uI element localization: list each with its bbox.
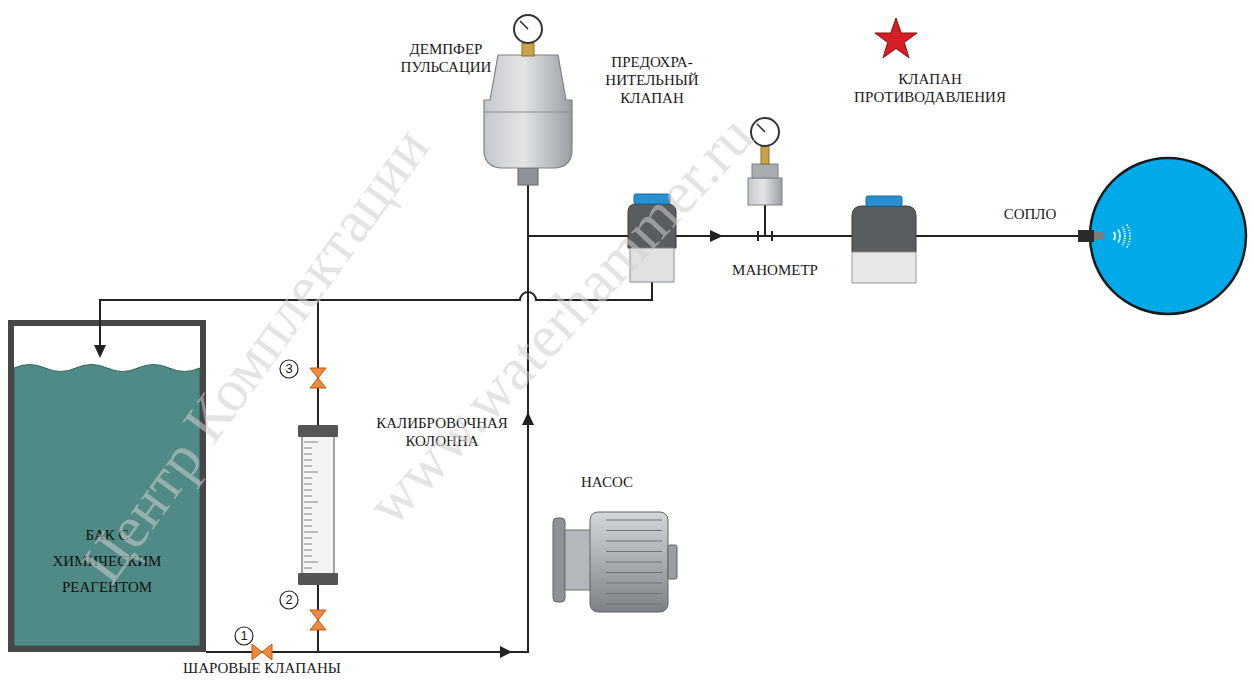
manometer-block (752, 164, 778, 178)
column-cap (298, 573, 338, 585)
pulsation-damper (484, 15, 572, 185)
graduation-tick (304, 538, 312, 539)
return-pipe-end (99, 316, 101, 348)
gauge-dial (514, 15, 542, 43)
graduation-tick (304, 490, 312, 491)
graduation-tick (304, 550, 312, 551)
back-pressure-valve (852, 196, 916, 283)
damper-nut (518, 168, 538, 185)
graduation-tick (304, 448, 312, 449)
pump-head (565, 530, 591, 590)
spray-jet (1114, 237, 1134, 240)
graduation-tick (304, 532, 318, 533)
spray-jet (1114, 229, 1133, 234)
graduation-tick (304, 484, 312, 485)
callout-number: 1 (240, 628, 247, 644)
graduation-tick (304, 502, 318, 503)
arrow-head (522, 412, 534, 425)
graduation-tick (304, 544, 312, 545)
spray-jet (1114, 233, 1134, 236)
damper-seam (484, 112, 572, 113)
part-name: СОПЛО (1004, 205, 1057, 223)
fin-line (606, 583, 662, 584)
gauge-neck (522, 43, 534, 56)
gauge-needle (520, 21, 528, 29)
spray (1113, 223, 1134, 249)
graduation-tick (304, 466, 312, 467)
fin-line (606, 520, 662, 521)
spray-jet (1113, 239, 1130, 249)
spray-jet (1114, 235, 1134, 236)
graduation-tick (304, 556, 312, 557)
part-name: ШАРОВЫЕ КЛАПАНЫ (183, 659, 341, 677)
part-name: ДЕМПФЕР ПУЛЬСАЦИИ (401, 40, 492, 76)
graduation-tick (304, 478, 312, 479)
part-name: КЛАПАН ПРОТИВОДАВЛЕНИЯ (854, 70, 1006, 106)
part-name: НАСОС (581, 473, 633, 491)
part-name: МАНОМЕТР (732, 261, 818, 279)
fin-line (606, 562, 662, 563)
calibration-column (298, 425, 338, 585)
motor-fins (606, 520, 662, 604)
gauge-tee (758, 205, 772, 241)
nozzle-tip (1094, 232, 1104, 240)
fin-line (606, 572, 662, 573)
motor-shaft-cap (668, 545, 677, 579)
fin-line (606, 604, 662, 605)
gauge-needle (757, 124, 765, 132)
column-tube (302, 435, 334, 575)
graduation-tick (304, 520, 312, 521)
manometer-body (748, 178, 782, 205)
graduation-tick (304, 442, 318, 443)
nozzle-body (1078, 230, 1094, 242)
graduation-tick (304, 454, 312, 455)
graduation-tick (304, 526, 312, 527)
valve-body (852, 206, 916, 252)
graduation-tick (304, 568, 312, 569)
valve-lower-body (852, 252, 916, 283)
fin-line (606, 593, 662, 594)
star-mark (875, 18, 917, 58)
pump-motor (590, 512, 668, 612)
fin-line (606, 541, 662, 542)
ball-valve-symbol (252, 644, 272, 660)
arrow-head (94, 345, 106, 358)
pump-flange (553, 518, 565, 602)
fin-line (606, 551, 662, 552)
arrow-head (500, 646, 512, 658)
ball-valve-symbol (310, 610, 326, 630)
ball-valve-symbol (310, 368, 326, 388)
vessel (1090, 158, 1246, 314)
column-graduations (304, 442, 318, 568)
graduation-tick (304, 562, 318, 563)
graduation-tick (304, 508, 312, 509)
column-cap (298, 425, 338, 437)
callout-circle (280, 591, 298, 609)
graduation-tick (304, 496, 312, 497)
graduation-tick (304, 514, 312, 515)
fin-line (606, 530, 662, 531)
graduation-tick (304, 460, 312, 461)
callout-circle (235, 627, 253, 645)
valve-cap (866, 196, 902, 206)
pump (553, 512, 677, 612)
arrow-head (710, 230, 723, 242)
graduation-tick (304, 472, 318, 473)
damper-body (484, 55, 572, 168)
callout-number: 2 (285, 592, 292, 608)
part-name: ПРЕДОХРА- НИТЕЛЬНЫЙ КЛАПАН (605, 53, 698, 107)
